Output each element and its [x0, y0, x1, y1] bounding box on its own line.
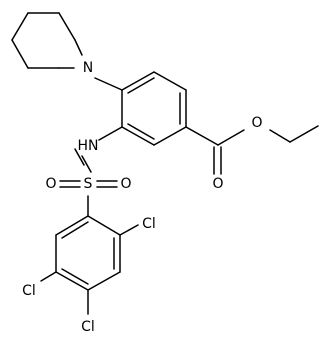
bond — [11, 39, 29, 69]
bond — [11, 12, 29, 41]
bond — [98, 126, 123, 141]
bond — [121, 71, 155, 91]
bond-c-cl — [40, 271, 57, 282]
bond — [289, 125, 319, 143]
atom-label-sulfonyl-o-left: O — [45, 176, 56, 192]
bond — [87, 215, 121, 236]
bond — [121, 126, 155, 146]
bond — [74, 39, 83, 56]
atom-label-amine-nh: HN — [78, 138, 99, 154]
trichlorobenzene-ring — [40, 215, 139, 315]
sulfonamide-group — [59, 126, 123, 217]
bond — [81, 155, 92, 173]
bond — [185, 126, 219, 146]
bond-double-inner — [61, 268, 89, 285]
bond-n-aryl — [94, 77, 123, 91]
bond — [55, 271, 89, 291]
bond-double-inner — [127, 77, 155, 94]
bond — [217, 129, 245, 146]
ethyl-ester-group — [185, 125, 319, 175]
bond — [153, 126, 187, 146]
atom-label-sulfonyl-o-right: O — [120, 176, 131, 192]
bond — [269, 129, 291, 143]
atom-label-cl-meta: Cl — [81, 319, 95, 335]
bond — [74, 148, 85, 166]
atom-label-cl-para: Cl — [22, 283, 36, 299]
central-benzene-ring — [121, 71, 187, 146]
atom-label-piperidine-n: N — [83, 60, 93, 76]
atom-label-sulfur: S — [84, 176, 93, 192]
bond — [58, 12, 76, 41]
atom-label-cl-ortho: Cl — [142, 216, 156, 232]
piperidine-ring — [11, 12, 83, 69]
bond — [87, 271, 121, 291]
bond-double-inner — [127, 123, 155, 140]
atom-label-ester-o: O — [251, 115, 262, 131]
bond — [153, 71, 187, 91]
atom-label-carbonyl-o: O — [212, 176, 223, 192]
bond-double-inner — [61, 221, 89, 239]
bond — [55, 215, 89, 236]
bond-c-cl — [119, 224, 139, 236]
